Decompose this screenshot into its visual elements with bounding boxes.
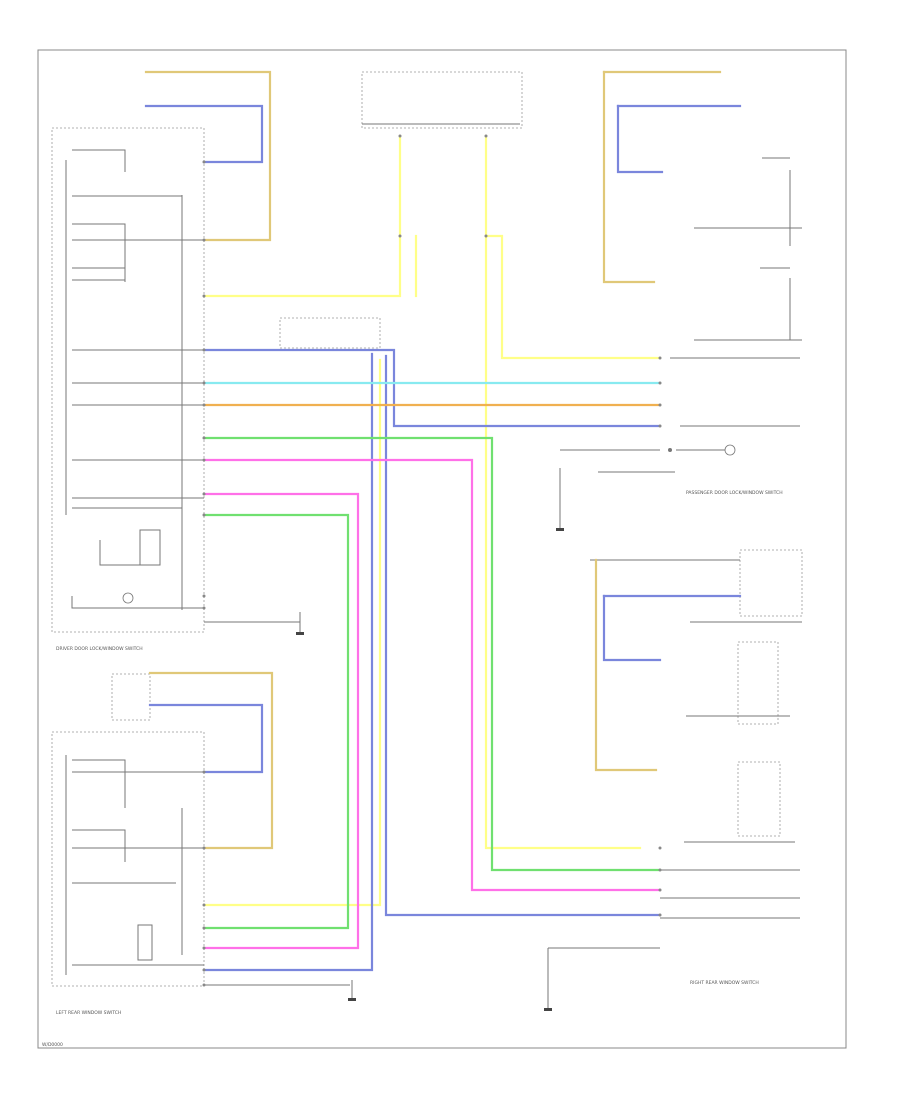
ground-symbol <box>348 998 356 1001</box>
right-components <box>204 123 802 1010</box>
wire-tan <box>144 70 722 850</box>
passenger-switch-label: PASSENGER DOOR LOCK/WINDOW SWITCH <box>686 490 783 496</box>
window-motor-box <box>739 549 803 617</box>
driver-switch-internals <box>65 149 204 610</box>
wire-yellow <box>202 134 662 907</box>
wire-green <box>202 436 662 930</box>
ground-symbol <box>556 528 564 531</box>
left-rear-switch-internals <box>65 755 204 975</box>
fuse-block-box <box>361 71 523 129</box>
junction-connector-box <box>279 317 381 349</box>
right-rear-lock-box <box>737 641 779 725</box>
driver-switch-label: DRIVER DOOR LOCK/WINDOW SWITCH <box>56 646 143 652</box>
wire-pink <box>202 458 662 950</box>
left-rear-motor-box <box>111 673 151 721</box>
diagram-code: W/D0000 <box>42 1042 63 1048</box>
left-rear-switch-label: LEFT REAR WINDOW SWITCH <box>56 1010 121 1016</box>
right-rear-window-box <box>737 761 781 837</box>
diagram-frame <box>37 49 847 1049</box>
driver-switch-box <box>51 127 205 633</box>
left-rear-switch-box <box>51 731 205 987</box>
ground-symbol <box>296 632 304 635</box>
wire-blue <box>144 104 742 972</box>
connector-dots <box>202 134 662 987</box>
ground-symbol <box>544 1008 552 1011</box>
right-rear-switch-label: RIGHT REAR WINDOW SWITCH <box>690 980 759 986</box>
